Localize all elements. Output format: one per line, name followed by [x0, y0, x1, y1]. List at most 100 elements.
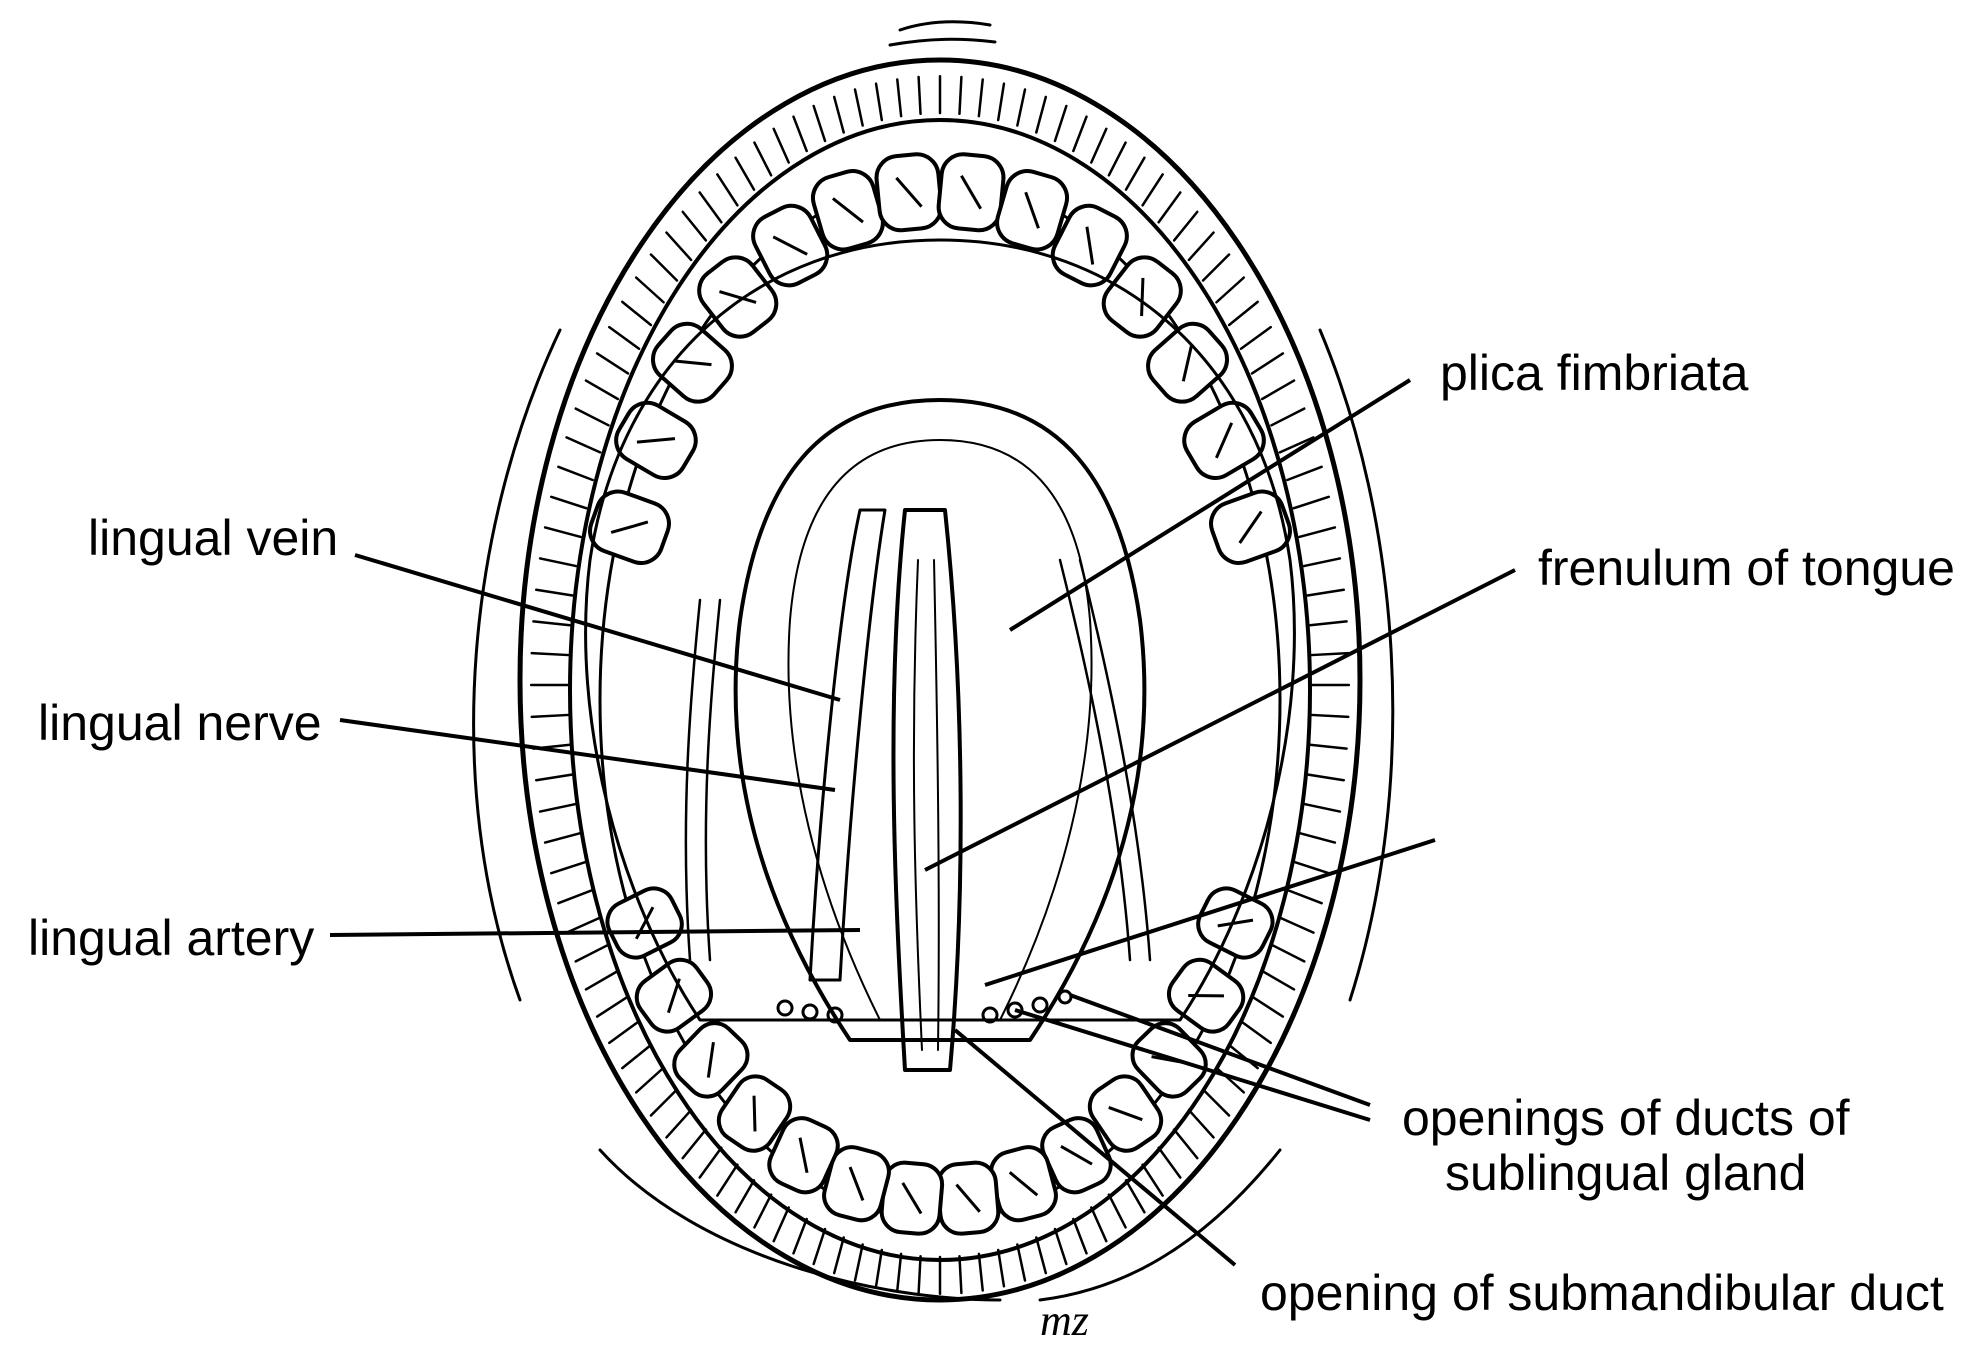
frenulum-lines	[912, 559, 940, 1051]
lip-hatch-line	[608, 1019, 641, 1045]
plica-fimbriata-fringe	[1058, 558, 1152, 962]
lip-hatching	[529, 74, 1351, 1296]
leader-plica-fimbriata	[1008, 378, 1412, 632]
tooth-groove	[1008, 1171, 1039, 1197]
lip-hatch-line	[584, 379, 620, 401]
label-opening-submandibular-duct: opening of submandibular duct	[1260, 1265, 1944, 1321]
lip-hatch-line	[1157, 1146, 1182, 1179]
lip-hatch-line	[832, 95, 845, 134]
tooth-groove	[1024, 191, 1040, 229]
tooth-groove	[610, 520, 649, 534]
upper-teeth	[588, 152, 1292, 565]
lip-hatch-line	[958, 75, 963, 116]
tooth-groove	[1140, 277, 1145, 317]
lip-hatch-line	[1107, 1193, 1127, 1229]
lip-hatch-line	[1187, 231, 1215, 262]
lip-hatch-line	[1090, 127, 1108, 164]
lip-hatch-line	[698, 1146, 723, 1179]
lip-hatch-line	[853, 1243, 864, 1282]
leader-lingual-nerve	[339, 718, 836, 792]
lip-hatch-line	[681, 210, 708, 242]
lip-hatch-line	[543, 526, 582, 539]
lip-hatch-line	[753, 1193, 773, 1229]
lip-hatch-line	[1201, 253, 1231, 282]
lip-hatch-line	[1053, 1227, 1068, 1266]
lip-hatch-line	[1227, 300, 1259, 327]
lip-hatch-line	[621, 300, 653, 327]
leader-sublingual-upper	[984, 838, 1436, 987]
lip-hatch-line	[530, 713, 570, 719]
lip-hatch-line	[896, 78, 903, 118]
lip-hatch-line	[734, 156, 756, 191]
lip-hatch-line	[1035, 1236, 1048, 1275]
lip-hatch-line	[977, 1252, 984, 1292]
lip-hatch-line	[1310, 713, 1350, 719]
tongue-inner-stipple	[787, 439, 1093, 1021]
lip-hatch-line	[584, 969, 620, 991]
tooth-groove	[1060, 1145, 1093, 1166]
lip-hatch-line	[1292, 860, 1331, 875]
lip-hatch-line	[1278, 436, 1315, 454]
lip-hatch-line	[812, 104, 827, 143]
lip-hatch-line	[1270, 407, 1306, 427]
lip-hatch-line	[665, 1108, 693, 1139]
lip-hatch-line	[595, 995, 630, 1018]
lip-hatch-line	[1239, 325, 1272, 351]
lip-hatch-line	[1124, 1179, 1146, 1214]
leader-sublingual-mid	[1069, 993, 1371, 1107]
lip-hatch-line	[534, 588, 574, 597]
lip-hatch-line	[1035, 95, 1048, 134]
lip-hatch-line	[1250, 995, 1285, 1018]
lip-hatch-line	[621, 1043, 653, 1070]
lip-hatch-line	[557, 888, 594, 905]
lip-hatch-line	[565, 436, 602, 454]
tooth-groove	[1238, 510, 1263, 544]
tooth-groove	[1217, 918, 1254, 928]
lip-hatch-line	[753, 141, 773, 177]
outer-lip	[517, 57, 1363, 1303]
lip-hatch-line	[595, 352, 630, 375]
duct-openings	[776, 989, 1073, 1024]
lip-hatch-line	[772, 1206, 790, 1243]
label-frenulum-of-tongue: frenulum of tongue	[1538, 540, 1955, 596]
lip-hatch-line	[665, 231, 693, 262]
lip-hatch-line	[1286, 465, 1323, 482]
tooth-groove	[798, 1137, 809, 1174]
lip-hatch-line	[896, 1252, 903, 1292]
lip-hatch-line	[649, 253, 679, 282]
lip-hatch-line	[649, 1088, 679, 1117]
lip-hatch-line	[792, 115, 808, 153]
tooth-groove	[901, 1182, 923, 1215]
lip-hatch-line	[1239, 1019, 1272, 1045]
lip-hatch-line	[534, 773, 574, 782]
lip-hatch-line	[1270, 943, 1306, 963]
tooth-groove	[673, 359, 712, 367]
frenulum	[891, 508, 963, 1072]
lip-hatch-line	[557, 465, 594, 482]
artist-signature: mz	[1040, 1296, 1089, 1345]
lip-hatch-line	[996, 82, 1006, 122]
lip-hatch-line	[1124, 156, 1146, 191]
lip-hatch-line	[977, 78, 984, 118]
lip-hatch-line	[1260, 969, 1296, 991]
tooth-groove	[831, 197, 864, 224]
lip-hatch-line	[716, 173, 739, 207]
lip-hatch-line	[681, 1128, 708, 1160]
tooth-groove	[960, 175, 983, 210]
lip-hatch-line	[549, 495, 588, 510]
lip-hatch-line	[1250, 352, 1285, 375]
lip-hatch-line	[698, 191, 723, 224]
lip-hatch-line	[538, 802, 578, 813]
tooth-groove	[752, 1095, 757, 1132]
label-lingual-vein: lingual vein	[88, 510, 338, 566]
lip-hatch-line	[996, 1248, 1006, 1288]
lip-hatch-line	[1141, 173, 1164, 207]
tooth-groove	[1181, 343, 1194, 382]
tooth-groove	[1215, 422, 1234, 459]
inner-lip	[568, 118, 1312, 1262]
lip-hatch-line	[1278, 916, 1315, 934]
lip-hatch-line	[1090, 1206, 1108, 1243]
tooth-groove	[1108, 1106, 1143, 1122]
lip-hatch-line	[1201, 1088, 1231, 1117]
lip-hatch-line	[574, 407, 610, 427]
